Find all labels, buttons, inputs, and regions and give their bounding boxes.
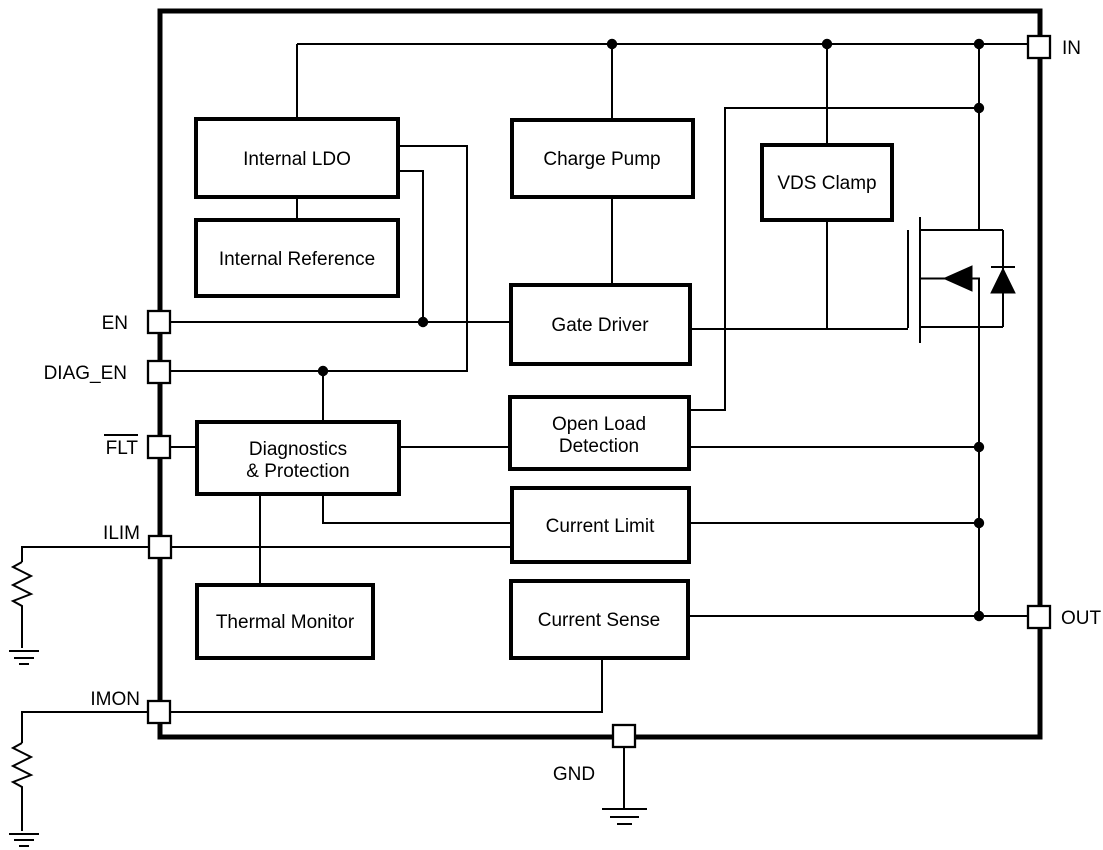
block-vds-clamp <box>760 143 894 222</box>
pin-diag-en <box>146 359 172 385</box>
junction-dot <box>973 517 985 529</box>
block-internal-ldo <box>194 117 400 199</box>
junction-dot <box>606 38 618 50</box>
block-current-limit-label: Current Limit <box>546 516 655 537</box>
block-current-sense-label: Current Sense <box>538 610 661 631</box>
block-thermal-monitor <box>195 583 375 660</box>
block-internal-reference <box>194 218 400 298</box>
resistor-zigzag-icon <box>10 742 34 831</box>
block-diagnostics-protection-label-line1: Diagnostics <box>249 439 347 460</box>
junction-dot <box>317 365 329 377</box>
block-vds-clamp-label: VDS Clamp <box>777 173 876 194</box>
pin-in-label: IN <box>1062 38 1081 59</box>
block-open-load-detection-label-line1: Open Load <box>552 414 646 435</box>
block-thermal-monitor-label: Thermal Monitor <box>216 612 355 633</box>
wire-ldo-to-en <box>398 170 424 322</box>
junction-dots <box>317 38 985 622</box>
block-open-load-detection <box>508 395 691 471</box>
junction-dot <box>417 316 429 328</box>
imon-resistor <box>9 742 39 847</box>
ground-icon <box>9 833 39 847</box>
block-gate-driver-label: Gate Driver <box>551 315 649 336</box>
block-charge-pump-label: Charge Pump <box>543 149 660 170</box>
pin-imon-label: IMON <box>90 689 140 710</box>
pin-en <box>146 309 172 335</box>
pin-ilim-label: ILIM <box>103 523 140 544</box>
block-internal-reference-label: Internal Reference <box>219 249 375 270</box>
pin-ilim <box>147 534 173 560</box>
block-internal-ldo-label: Internal LDO <box>243 149 351 170</box>
block-open-load-detection-label-line2: Detection <box>559 436 639 457</box>
pin-out-label: OUT <box>1061 608 1102 629</box>
gnd-ground-icon <box>602 808 647 825</box>
junction-dot <box>973 102 985 114</box>
mosfet-body-arrow-icon <box>942 265 973 292</box>
pin-flt <box>146 434 172 460</box>
function-blocks: Internal LDO Internal Reference Charge P… <box>194 117 894 660</box>
pin-imon <box>146 699 172 725</box>
block-diagnostics-protection-label-line2: & Protection <box>246 461 350 482</box>
block-current-limit <box>510 486 691 564</box>
pin-gnd-label: GND <box>553 764 595 785</box>
ilim-resistor <box>9 561 39 665</box>
pin-labels: EN DIAG_EN FLT ILIM IMON IN OUT GND <box>44 38 1102 785</box>
resistor-zigzag-icon <box>10 561 34 648</box>
pin-out <box>1026 604 1052 630</box>
pin-gnd <box>611 723 637 749</box>
wire-diagnostics-to-currentlimit <box>322 494 512 524</box>
junction-dot <box>973 38 985 50</box>
wire-currentsense-to-imon <box>21 658 603 743</box>
wire-ilim-to-currentlimit <box>21 546 512 562</box>
pin-flt-label: FLT <box>106 438 139 459</box>
mosfet-body-to-source <box>972 277 980 327</box>
junction-dot <box>973 610 985 622</box>
junction-dot <box>821 38 833 50</box>
block-current-sense <box>509 579 690 660</box>
power-mosfet <box>907 217 1016 343</box>
wire-openload-to-in-drop <box>689 107 979 411</box>
body-diode-icon <box>990 267 1016 294</box>
block-diagnostics-protection <box>195 420 401 496</box>
pin-diag-en-label: DIAG_EN <box>44 363 127 384</box>
junction-dot <box>973 441 985 453</box>
pin-in <box>1026 34 1052 60</box>
pin-en-label: EN <box>102 313 128 334</box>
block-charge-pump <box>510 118 695 199</box>
ground-icon <box>9 650 39 665</box>
pin-squares <box>146 34 1052 749</box>
block-gate-driver <box>509 283 692 366</box>
